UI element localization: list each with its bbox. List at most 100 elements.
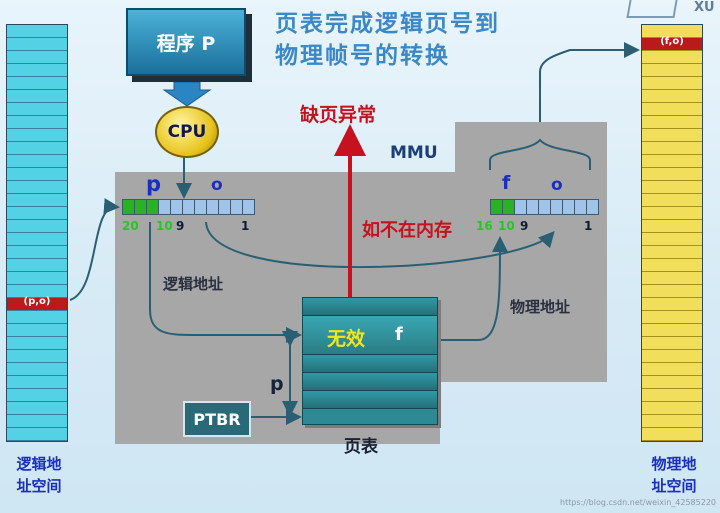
memory-row xyxy=(7,142,67,155)
memory-row xyxy=(642,142,702,155)
memory-row xyxy=(7,428,67,441)
memory-row xyxy=(642,350,702,363)
page-table-frame: f xyxy=(395,324,403,345)
memory-row xyxy=(7,324,67,337)
register-cell xyxy=(551,200,563,214)
memory-row xyxy=(642,77,702,90)
register-cell xyxy=(207,200,219,214)
logical-bit-9: 9 xyxy=(176,219,185,233)
memory-row xyxy=(642,272,702,285)
memory-row xyxy=(642,389,702,402)
memory-row xyxy=(642,194,702,207)
logical-address-register xyxy=(122,199,255,215)
memory-row xyxy=(642,64,702,77)
logical-entry-to-register-line xyxy=(69,198,120,301)
page-table-caption: 页表 xyxy=(344,437,378,457)
memory-row xyxy=(7,415,67,428)
page-title: 页表完成逻辑页号到 物理帧号的转换 xyxy=(275,8,500,72)
page-table-row-selected xyxy=(303,316,437,355)
program-to-cpu-arrow xyxy=(162,81,212,107)
memory-row xyxy=(642,363,702,376)
memory-entry-label: (f,o) xyxy=(660,36,684,47)
register-cell xyxy=(219,200,231,214)
memory-row xyxy=(7,376,67,389)
register-cell xyxy=(183,200,195,214)
page-table-invalid-flag: 无效 xyxy=(327,328,366,350)
memory-row xyxy=(7,220,67,233)
memory-row xyxy=(7,350,67,363)
logical-caption-line-1: 逻辑地 xyxy=(16,455,62,473)
memory-row xyxy=(7,233,67,246)
register-cell xyxy=(147,200,159,214)
title-line-2: 物理帧号的转换 xyxy=(275,43,450,69)
physical-space-caption: 物理地 址空间 xyxy=(644,453,704,497)
physical-offset-label: o xyxy=(551,175,563,195)
physical-bit-16: 16 xyxy=(476,219,493,233)
logical-address-space: (p,o) xyxy=(6,24,68,442)
offset-copy-line xyxy=(205,221,555,269)
memory-row xyxy=(7,259,67,272)
memory-row xyxy=(7,272,67,285)
memory-row xyxy=(7,25,67,38)
logical-bit-20: 20 xyxy=(122,219,139,233)
page-table-row xyxy=(303,355,437,373)
memory-row xyxy=(642,376,702,389)
page-table-row xyxy=(303,373,437,391)
memory-row xyxy=(642,402,702,415)
memory-row xyxy=(7,311,67,324)
memory-row xyxy=(7,207,67,220)
register-cell xyxy=(539,200,551,214)
memory-row xyxy=(642,220,702,233)
memory-row xyxy=(642,233,702,246)
memory-row xyxy=(7,389,67,402)
register-cell xyxy=(231,200,243,214)
memory-row xyxy=(7,194,67,207)
page-fault-label: 缺页异常 xyxy=(300,104,377,126)
memory-row xyxy=(642,337,702,350)
register-cell xyxy=(527,200,539,214)
memory-row xyxy=(642,181,702,194)
register-cell xyxy=(123,200,135,214)
page-table xyxy=(302,297,438,425)
register-cell xyxy=(171,200,183,214)
logical-page-label: p xyxy=(146,172,162,196)
logical-address-caption: 逻辑地址 xyxy=(163,275,224,293)
memory-row xyxy=(7,116,67,129)
memory-row xyxy=(7,155,67,168)
physical-address-space: (f,o) xyxy=(641,24,703,442)
corner-logo-icon xyxy=(626,0,678,18)
memory-entry-highlighted: (p,o) xyxy=(7,296,67,311)
memory-row xyxy=(7,38,67,51)
ptbr-register: PTBR xyxy=(183,401,251,437)
logical-space-caption: 逻辑地 址空间 xyxy=(11,453,67,497)
memory-row xyxy=(7,168,67,181)
memory-row xyxy=(7,103,67,116)
register-cell xyxy=(503,200,515,214)
register-cell xyxy=(563,200,575,214)
physical-address-register xyxy=(490,199,599,215)
register-cell xyxy=(159,200,171,214)
physical-bit-10: 10 xyxy=(498,219,515,233)
memory-row xyxy=(642,207,702,220)
cpu-circle: CPU xyxy=(155,106,219,158)
memory-row xyxy=(642,90,702,103)
memory-row xyxy=(642,168,702,181)
register-cell xyxy=(491,200,503,214)
memory-row xyxy=(642,415,702,428)
memory-row xyxy=(642,298,702,311)
memory-row xyxy=(642,116,702,129)
title-line-1: 页表完成逻辑页号到 xyxy=(275,11,500,37)
memory-entry-label: (p,o) xyxy=(23,296,51,307)
page-table-row xyxy=(303,298,437,316)
not-in-memory-label: 如不在内存 xyxy=(362,220,452,241)
memory-row xyxy=(642,25,702,38)
memory-row xyxy=(7,51,67,64)
logical-bit-10: 10 xyxy=(156,219,173,233)
memory-row xyxy=(7,129,67,142)
page-number-to-table-line xyxy=(149,222,302,343)
memory-row xyxy=(642,324,702,337)
memory-row xyxy=(642,428,702,441)
mmu-label: MMU xyxy=(390,143,438,163)
logical-caption-line-2: 址空间 xyxy=(16,477,62,495)
memory-row xyxy=(7,77,67,90)
